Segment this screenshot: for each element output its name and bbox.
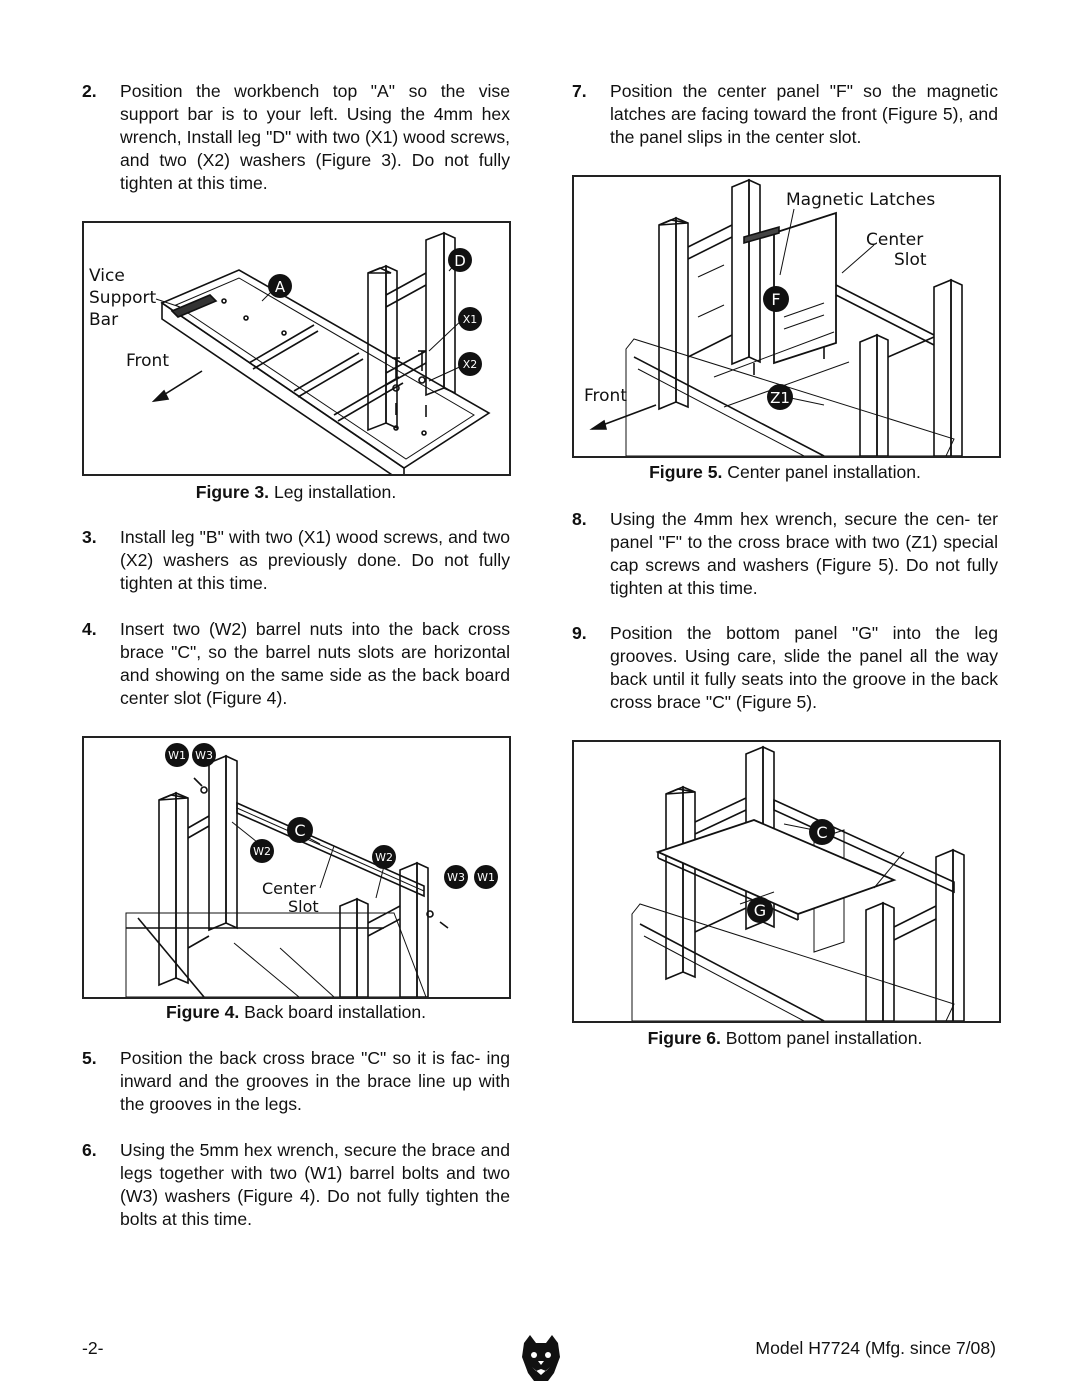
step-7: 7. Position the center panel "F" so the …: [572, 80, 998, 149]
figure-3-caption: Figure 3. Leg installation.: [195, 482, 397, 502]
callout-center-slot: Center Slot: [866, 230, 927, 270]
svg-text:Support: Support: [89, 288, 157, 308]
callout-magnetic-latches: Magnetic Latches: [786, 190, 935, 210]
svg-text:Vice: Vice: [89, 266, 125, 286]
callout-x2: X2: [458, 352, 482, 376]
svg-text:W2: W2: [253, 845, 271, 858]
callout-z1: Z1: [767, 384, 793, 410]
callout-front: Front: [584, 386, 627, 406]
callout-c: C: [287, 817, 313, 843]
step-text: Install leg "B" with two (X1) wood screw…: [120, 527, 510, 593]
step-number: 2.: [82, 81, 97, 101]
step-5: 5. Position the back cross brace "C" so …: [82, 1047, 510, 1116]
callout-f: F: [763, 286, 789, 312]
callout-d: D: [448, 248, 472, 272]
svg-text:Slot: Slot: [288, 897, 319, 916]
step-text: Position the center panel "F" so the mag…: [610, 81, 998, 147]
callout-x1: X1: [458, 307, 482, 331]
step-number: 6.: [82, 1140, 97, 1160]
svg-text:W1: W1: [477, 871, 495, 884]
svg-text:W3: W3: [195, 749, 213, 762]
svg-text:Z1: Z1: [770, 389, 790, 407]
svg-text:W2: W2: [375, 851, 393, 864]
step-text: Using the 5mm hex wrench, secure the bra…: [120, 1140, 510, 1229]
bear-head-logo-icon: [520, 1333, 562, 1383]
figure-5-caption: Figure 5. Center panel installation.: [649, 462, 921, 482]
step-number: 8.: [572, 509, 587, 529]
step-text: Using the 4mm hex wrench, secure the cen…: [610, 509, 998, 598]
callout-front: Front: [126, 351, 169, 371]
svg-text:X2: X2: [463, 358, 478, 371]
page-number: -2-: [82, 1338, 104, 1358]
svg-text:G: G: [754, 901, 766, 920]
callout-vice-support-bar: Vice Support Bar: [89, 266, 157, 330]
step-number: 4.: [82, 619, 97, 639]
callout-g: G: [747, 897, 773, 923]
callout-w1: W1: [165, 743, 189, 767]
callout-w3: W3: [444, 865, 468, 889]
svg-text:X1: X1: [463, 313, 478, 326]
step-number: 9.: [572, 623, 587, 643]
svg-text:D: D: [454, 252, 466, 270]
svg-text:W1: W1: [168, 749, 186, 762]
step-text: Position the back cross brace "C" so it …: [120, 1048, 510, 1114]
step-number: 5.: [82, 1048, 97, 1068]
figure-3-leg-installation: Vice Support Bar Front A D X1 X2: [82, 221, 511, 476]
svg-text:Center: Center: [262, 879, 316, 898]
svg-text:Slot: Slot: [894, 250, 927, 270]
step-text: Position the bottom panel "G" into the l…: [610, 623, 998, 712]
step-9: 9. Position the bottom panel "G" into th…: [572, 622, 998, 714]
step-number: 3.: [82, 527, 97, 547]
svg-text:A: A: [275, 278, 286, 296]
callout-w2: W2: [372, 845, 396, 869]
callout-center-slot: Center Slot: [262, 879, 319, 916]
step-text: Position the workbench top "A" so the vi…: [120, 81, 510, 193]
figure-5-center-panel-installation: Magnetic Latches Center Slot F Front Z1: [572, 175, 1001, 458]
step-8: 8. Using the 4mm hex wrench, secure the …: [572, 508, 998, 600]
svg-text:C: C: [816, 823, 827, 842]
callout-c: C: [809, 819, 835, 845]
figure-6-bottom-panel-installation: C G: [572, 740, 1001, 1023]
callout-a: A: [268, 274, 292, 298]
svg-text:Bar: Bar: [89, 310, 118, 330]
model-info: Model H7724 (Mfg. since 7/08): [755, 1338, 996, 1358]
step-4: 4. Insert two (W2) barrel nuts into the …: [82, 618, 510, 710]
step-text: Insert two (W2) barrel nuts into the bac…: [120, 619, 510, 708]
svg-text:C: C: [294, 821, 305, 840]
figure-4-caption: Figure 4. Back board installation.: [165, 1002, 427, 1022]
svg-text:F: F: [771, 290, 780, 309]
svg-text:W3: W3: [447, 871, 465, 884]
step-6: 6. Using the 5mm hex wrench, secure the …: [82, 1139, 510, 1231]
step-number: 7.: [572, 81, 587, 101]
svg-text:Center: Center: [866, 230, 923, 250]
step-2: 2. Position the workbench top "A" so the…: [82, 80, 510, 195]
callout-w3: W3: [192, 743, 216, 767]
callout-w2: W2: [250, 839, 274, 863]
step-3: 3. Install leg "B" with two (X1) wood sc…: [82, 526, 510, 595]
figure-6-caption: Figure 6. Bottom panel installation.: [647, 1028, 923, 1048]
figure-4-back-board-installation: W1 W3 C W2 W2 W3 W1 Center Slot: [82, 736, 511, 999]
callout-w1: W1: [474, 865, 498, 889]
